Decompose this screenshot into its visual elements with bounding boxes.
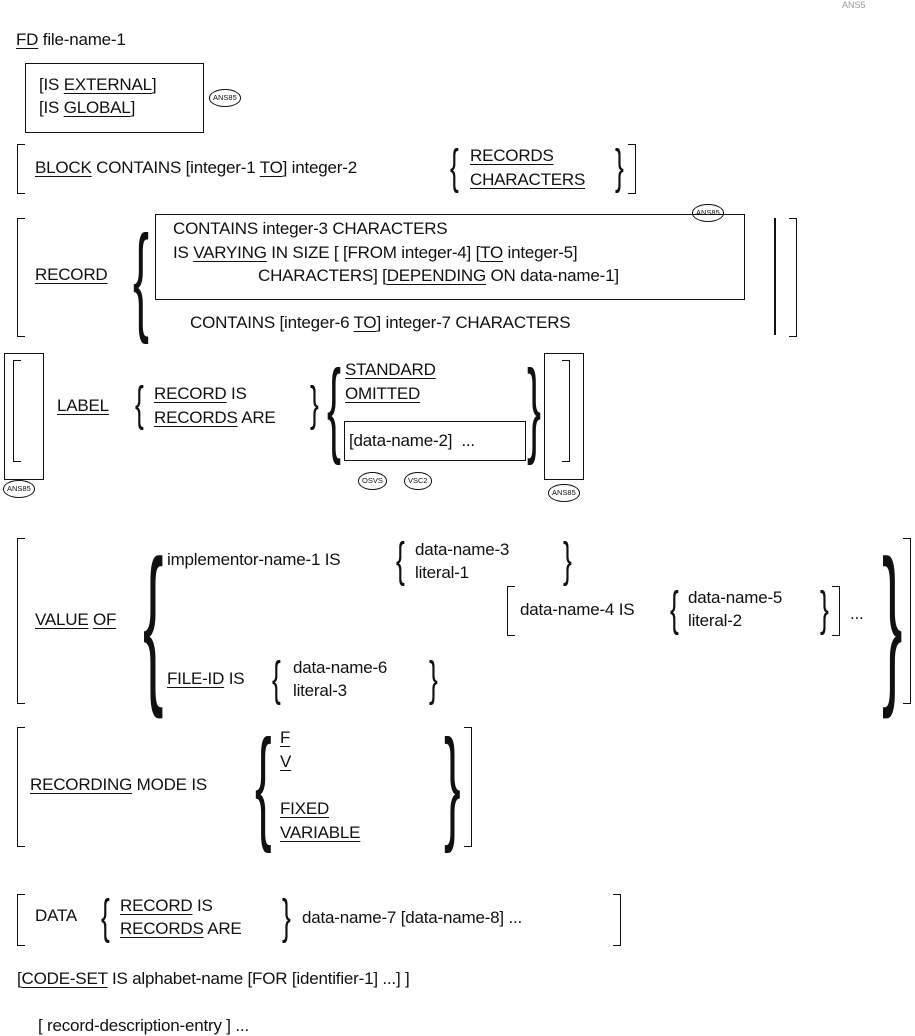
recording-left-brace: { bbox=[255, 715, 272, 854]
data-opt-records-are: RECORDS ARE bbox=[120, 919, 242, 938]
ans85-tag-label-right: ANS85 bbox=[548, 484, 580, 502]
record-right-bracket bbox=[789, 218, 797, 337]
recording-opt-v: V bbox=[280, 752, 292, 771]
is-global-line: [IS GLOBAL] bbox=[39, 98, 136, 117]
data-keyword: DATA bbox=[35, 906, 78, 925]
record-description-entry: [ record-description-entry ] ... bbox=[38, 1016, 249, 1035]
value-literal-1: literal-1 bbox=[415, 563, 469, 582]
label-keyword: LABEL bbox=[57, 396, 109, 415]
value-dn4-right-bracket bbox=[832, 586, 840, 636]
label-opt-record-is: RECORD IS bbox=[154, 384, 247, 403]
value-data-name-3: data-name-3 bbox=[415, 540, 510, 559]
value-data-name-5: data-name-5 bbox=[688, 588, 783, 607]
record-line-3: CHARACTERS] [DEPENDING ON data-name-1] bbox=[258, 266, 619, 285]
record-left-bracket bbox=[17, 218, 25, 337]
value-impl-name: implementor-name-1 IS bbox=[167, 550, 341, 569]
external-global-box bbox=[25, 63, 204, 133]
block-left-brace: { bbox=[450, 141, 459, 194]
data-right-brace: } bbox=[282, 891, 291, 944]
value-literal-2: literal-2 bbox=[688, 611, 742, 630]
value-data-name-6: data-name-6 bbox=[293, 658, 388, 677]
block-clause: BLOCK CONTAINS [integer-1 TO] integer-2 bbox=[35, 158, 357, 177]
value-right-bracket bbox=[903, 538, 911, 704]
ans85-tag-record: ANS85 bbox=[692, 204, 724, 222]
label-opt-omitted: OMITTED bbox=[345, 384, 421, 403]
block-right-bracket bbox=[628, 144, 636, 194]
value-ellipsis: ... bbox=[850, 604, 864, 623]
recording-right-brace: } bbox=[444, 715, 461, 854]
recording-left-bracket bbox=[17, 727, 25, 847]
ans85-tag-label-left: ANS85 bbox=[3, 480, 35, 498]
value-of-keywords: VALUE OF bbox=[35, 610, 117, 629]
recording-right-bracket bbox=[464, 727, 472, 847]
recording-opt-f: F bbox=[280, 728, 291, 747]
value-dn4-left-bracket bbox=[507, 586, 515, 636]
data-right-bracket bbox=[613, 894, 621, 946]
recording-opt-variable: VARIABLE bbox=[280, 823, 361, 842]
vsc2-tag: VSC2 bbox=[404, 472, 432, 490]
value-file-id: FILE-ID IS bbox=[167, 669, 245, 688]
data-left-brace: { bbox=[101, 891, 110, 944]
record-right-brace-line bbox=[774, 218, 776, 335]
value-left-bracket bbox=[17, 538, 25, 704]
fd-keyword: FD bbox=[16, 30, 39, 49]
label-values-left-brace: { bbox=[327, 349, 342, 466]
label-opt-records-are: RECORDS ARE bbox=[154, 408, 276, 427]
label-left-box bbox=[4, 353, 44, 480]
label-right-inner-bracket bbox=[562, 360, 570, 462]
value-fileid-brace-left: { bbox=[272, 653, 281, 706]
block-left-bracket bbox=[17, 144, 25, 194]
label-opt-standard: STANDARD bbox=[345, 360, 436, 379]
value-impl-brace-right: } bbox=[563, 534, 572, 587]
corner-mark: ANS5 bbox=[842, 0, 866, 10]
recording-mode-is: RECORDING MODE IS bbox=[30, 775, 208, 794]
record-left-brace: { bbox=[133, 211, 150, 345]
record-line-4: CONTAINS [integer-6 TO] integer-7 CHARAC… bbox=[190, 313, 571, 332]
recording-opt-fixed: FIXED bbox=[280, 799, 330, 818]
global-keyword: GLOBAL bbox=[63, 98, 131, 117]
block-right-brace: } bbox=[615, 141, 624, 194]
fd-line: FD file-name-1 bbox=[16, 30, 126, 50]
label-values-right-brace: } bbox=[527, 349, 542, 466]
fd-file-name: file-name-1 bbox=[42, 30, 126, 49]
value-left-brace: { bbox=[143, 525, 164, 720]
label-left-inner-bracket bbox=[13, 360, 21, 462]
value-fileid-brace-right: } bbox=[429, 653, 438, 706]
record-keyword: RECORD bbox=[35, 265, 108, 284]
value-literal-3: literal-3 bbox=[293, 681, 347, 700]
block-keyword: BLOCK bbox=[35, 158, 92, 177]
record-line-1: CONTAINS integer-3 CHARACTERS bbox=[173, 219, 448, 238]
label-mid-brace: } bbox=[310, 378, 319, 431]
code-set-clause: [CODE-SET IS alphabet-name [FOR [identif… bbox=[17, 969, 410, 988]
data-names: data-name-7 [data-name-8] ... bbox=[302, 908, 523, 927]
ans85-tag-external: ANS85 bbox=[209, 89, 241, 107]
is-external-line: [IS EXTERNAL] bbox=[39, 75, 157, 94]
value-impl-brace-left: { bbox=[396, 534, 405, 587]
label-left-brace: { bbox=[135, 378, 144, 431]
record-line-2: IS VARYING IN SIZE [ [FROM integer-4] [T… bbox=[173, 243, 578, 262]
value-dn4-brace-right: } bbox=[820, 583, 829, 636]
value-dn4-brace-left: { bbox=[670, 583, 679, 636]
block-opt-characters: CHARACTERS bbox=[470, 170, 586, 189]
label-right-box bbox=[544, 353, 584, 480]
data-opt-record-is: RECORD IS bbox=[120, 896, 213, 915]
external-keyword: EXTERNAL bbox=[63, 75, 152, 94]
value-data-name-4: data-name-4 IS bbox=[520, 600, 635, 619]
osvs-tag: OSVS bbox=[358, 472, 387, 490]
record-varying-box bbox=[155, 214, 745, 300]
block-opt-records: RECORDS bbox=[470, 146, 554, 165]
label-dataname-box bbox=[344, 421, 526, 461]
data-left-bracket bbox=[17, 894, 25, 946]
label-opt-data-name-2: [data-name-2] ... bbox=[349, 431, 475, 450]
value-right-brace: } bbox=[882, 525, 903, 720]
